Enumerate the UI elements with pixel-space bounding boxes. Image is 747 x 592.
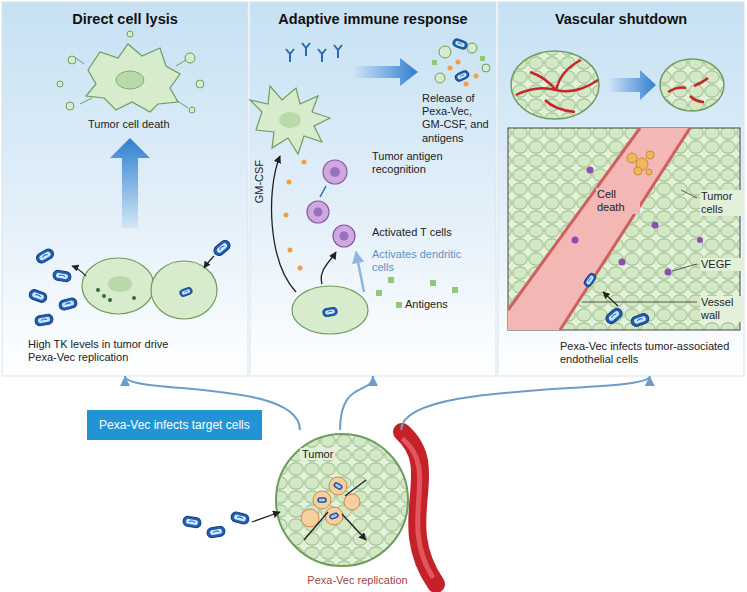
annotation-label: VEGF bbox=[700, 258, 744, 271]
annotation-label: Release of Pexa-Vec, GM-CSF, and antigen… bbox=[422, 92, 496, 145]
panel-grounds bbox=[2, 2, 744, 376]
effect-panel: Direct cell lysis bbox=[2, 2, 248, 376]
tumor-vessels bbox=[511, 51, 724, 119]
node-heading: Pexa-Vec infects target cells bbox=[99, 418, 250, 432]
t-cells bbox=[307, 160, 355, 247]
annotation-label: High TK levels in tumor drive Pexa-Vec r… bbox=[28, 338, 178, 364]
annotation-label: Activates dendritic cells bbox=[372, 248, 462, 274]
effect-panel: Adaptive immune response bbox=[250, 2, 496, 376]
node-heading: Adaptive immune response bbox=[250, 11, 496, 27]
effect-arrow bbox=[401, 376, 650, 430]
annotation-label: Vessel wall bbox=[700, 296, 744, 322]
vertical-label: GM-CSF bbox=[253, 160, 266, 203]
node-heading: Vascular shutdown bbox=[498, 11, 744, 27]
lysed-cell bbox=[57, 31, 204, 113]
big-arrow bbox=[110, 138, 150, 228]
tumor-node: TumorPexa-Vec replication bbox=[270, 430, 445, 588]
effect-arrow bbox=[340, 376, 373, 430]
annotation-label: Antigens bbox=[405, 298, 465, 311]
annotation-label: Activated T cells bbox=[372, 226, 472, 239]
annotation-label: Tumor cells bbox=[700, 190, 744, 216]
node-heading: Direct cell lysis bbox=[2, 11, 248, 27]
annotation-label: Cell death bbox=[596, 188, 640, 214]
annotation-label: Tumor antigen recognition bbox=[372, 150, 472, 176]
release-arrow bbox=[352, 58, 418, 86]
tumor-illustration bbox=[182, 432, 436, 584]
callout-box: Pexa-Vec infects target cells bbox=[87, 410, 262, 440]
release-burst bbox=[432, 38, 490, 87]
infected-cells bbox=[28, 238, 232, 326]
annotation-label: Tumor cell death bbox=[88, 118, 198, 131]
dendritic-cell bbox=[250, 43, 342, 154]
node-text: Pexa-Vec replication bbox=[270, 574, 445, 586]
node-heading: Tumor bbox=[300, 448, 335, 460]
annotation-label: Pexa-Vec infects tumor-associated endoth… bbox=[560, 340, 738, 366]
